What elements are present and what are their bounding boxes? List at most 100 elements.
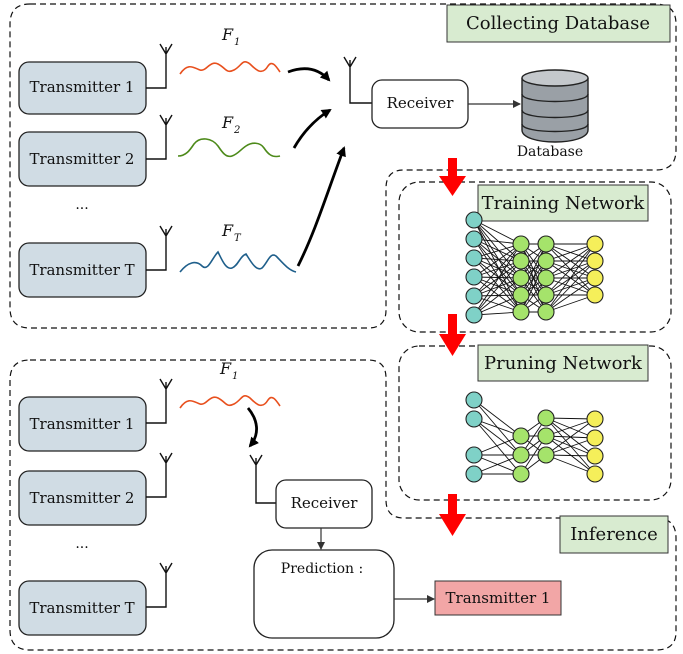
network-edge [473, 219, 522, 245]
infer-transmitter-t-label: Transmitter T [29, 599, 134, 617]
signal-f2-label: F 2 [221, 113, 240, 136]
network-node [465, 306, 483, 324]
network-edge [473, 219, 522, 279]
collect-transmitter-1: Transmitter 1 [18, 61, 147, 115]
network-edge [520, 243, 547, 296]
collect-transmitter-2: Transmitter 2 [18, 131, 147, 187]
network-node [537, 269, 555, 287]
network-edge [473, 257, 522, 296]
network-edge [545, 418, 596, 437]
signal-arrow-3 [296, 146, 346, 267]
network-node [586, 447, 604, 465]
prediction-box: Prediction : [253, 549, 395, 639]
antenna-icon [146, 378, 173, 424]
network-edge [545, 243, 596, 296]
infer-ellipsis: ... [75, 536, 88, 552]
antenna-icon [146, 225, 173, 271]
signal-arrow-1 [287, 67, 331, 82]
prediction-label: Prediction : [281, 561, 363, 577]
network-edge [545, 437, 596, 456]
network-edge [473, 277, 522, 316]
network-edge [545, 277, 596, 313]
network-node [512, 252, 530, 270]
network-edge [473, 260, 522, 316]
svg-text:1: 1 [232, 371, 238, 382]
infer-signal-f1-wave [179, 395, 281, 409]
svg-text:1: 1 [234, 37, 240, 48]
network-edge [545, 260, 596, 313]
signal-arrow-2 [292, 108, 332, 149]
svg-text:F: F [219, 359, 232, 378]
collect-transmitter-2-label: Transmitter 2 [30, 150, 135, 168]
network-edge [545, 243, 596, 262]
network-edge [545, 435, 596, 457]
network-node [537, 252, 555, 270]
network-edge [473, 238, 522, 313]
network-node [512, 303, 530, 321]
network-node [465, 268, 483, 286]
network-edge [545, 435, 596, 475]
network-edge [545, 243, 596, 313]
network-node [512, 286, 530, 304]
infer-transmitter-1: Transmitter 1 [18, 396, 147, 452]
network-node [537, 303, 555, 321]
training-network-graph [465, 211, 604, 324]
antenna-icon [146, 114, 173, 160]
infer-transmitter-t: Transmitter T [18, 580, 147, 636]
stage-arrow-2 [439, 314, 466, 356]
training-region [398, 181, 672, 333]
network-node [586, 429, 604, 447]
network-edge [473, 219, 522, 296]
antenna-icon [343, 56, 372, 104]
stage-label-inference: Inference [559, 515, 669, 554]
network-edge [473, 238, 522, 296]
infer-signal-arrow [246, 407, 259, 448]
network-node [465, 410, 483, 428]
inference-region [9, 359, 677, 651]
stage-label-pruning-text: Pruning Network [484, 353, 643, 374]
infer-transmitter-1-label: Transmitter 1 [30, 415, 135, 433]
stage-label-training-text: Training Network [482, 193, 646, 214]
database-label: Database [517, 144, 583, 160]
collect-receiver-label: Receiver [387, 94, 455, 112]
network-edge [545, 417, 596, 439]
stage-label-inference-text: Inference [570, 524, 658, 545]
network-edge [473, 399, 522, 437]
network-node [512, 465, 530, 483]
network-node [512, 446, 530, 464]
network-node [465, 391, 483, 409]
network-node [537, 446, 555, 464]
network-node [586, 286, 604, 304]
signal-ft-label: F T [221, 221, 242, 244]
stage-label-collecting-text: Collecting Database [466, 13, 650, 34]
network-node [537, 235, 555, 253]
stage-label-collecting: Collecting Database [446, 4, 671, 43]
stage-arrow-1 [439, 158, 466, 196]
svg-text:F: F [221, 221, 234, 240]
network-edge [473, 260, 522, 297]
collect-transmitter-t: Transmitter T [18, 242, 147, 298]
antenna-icon [146, 562, 173, 608]
network-node [512, 269, 530, 287]
infer-receiver-label: Receiver [291, 494, 359, 512]
network-node [586, 252, 604, 270]
network-edge [473, 243, 522, 278]
network-node [537, 286, 555, 304]
prediction-result: Transmitter 1 [434, 580, 562, 616]
signal-f2-wave [177, 138, 281, 158]
network-node [586, 410, 604, 428]
database-icon [521, 69, 589, 143]
network-node [465, 465, 483, 483]
network-edge [473, 418, 522, 475]
network-edge [520, 260, 547, 313]
prediction-result-label: Transmitter 1 [446, 589, 551, 607]
signal-ft-wave [179, 250, 297, 273]
network-node [465, 230, 483, 248]
network-edge [473, 219, 522, 262]
network-edge [473, 243, 522, 297]
pruning-network-graph [465, 391, 604, 483]
network-edge [545, 454, 596, 475]
network-node [586, 235, 604, 253]
stage-arrow-3 [439, 494, 466, 536]
